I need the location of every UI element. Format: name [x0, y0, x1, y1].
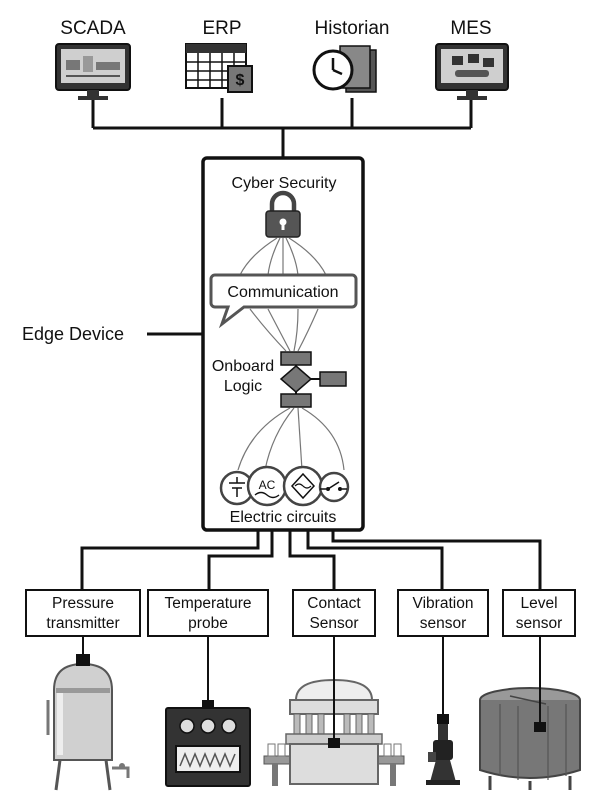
- sensor-box-temperature-probe: Temperature probe: [147, 589, 269, 637]
- svg-text:$: $: [236, 72, 245, 89]
- logic-link-lines: [237, 407, 345, 471]
- onboard-logic-label-line2: Logic: [224, 378, 262, 395]
- communication-link-lines: [249, 308, 319, 352]
- sensor-label-line2: probe: [188, 615, 228, 632]
- sensor-link-lines: [80, 530, 542, 590]
- system-label-scada: SCADA: [60, 18, 126, 39]
- historian-clock-icon: [312, 45, 377, 93]
- sensor-label-line1: Level: [520, 595, 557, 612]
- ac-label: AC: [259, 478, 276, 492]
- sensor-label-line2: Sensor: [309, 615, 358, 632]
- sensor-label-line1: Pressure: [52, 595, 114, 612]
- flowchart-icon: [279, 351, 347, 408]
- edge-device-box: [201, 156, 365, 532]
- communication-label: Communication: [227, 284, 338, 301]
- sensor-box-contact-sensor: Contact Sensor: [292, 589, 376, 637]
- mes-monitor-icon: [435, 43, 509, 100]
- sensor-box-vibration-sensor: Vibration sensor: [397, 589, 489, 637]
- sensor-label-line2: transmitter: [46, 615, 119, 632]
- communication-bubble: [209, 273, 358, 329]
- sensor-label-line2: sensor: [516, 615, 563, 632]
- furnace-icon: [165, 636, 251, 787]
- pressure-vessel-icon: [46, 636, 130, 791]
- erp-spreadsheet-icon: $: [185, 43, 253, 93]
- system-label-erp: ERP: [202, 18, 241, 39]
- electric-circuits-icon: AC: [219, 465, 350, 507]
- onboard-logic-label-line1: Onboard: [212, 358, 274, 375]
- sensor-label-line2: sensor: [420, 615, 467, 632]
- electric-circuits-label: Electric circuits: [230, 509, 337, 526]
- sensor-box-pressure-transmitter: Pressure transmitter: [25, 589, 141, 637]
- security-link-lines: [239, 237, 327, 276]
- sensor-label-line1: Temperature: [164, 595, 251, 612]
- system-label-mes: MES: [450, 18, 491, 39]
- sensor-box-level-sensor: Level sensor: [502, 589, 576, 637]
- scada-monitor-icon: [55, 43, 131, 100]
- sensor-label-line1: Contact: [307, 595, 361, 612]
- filling-machine-icon: [263, 636, 405, 786]
- top-bus-lines: [91, 98, 473, 158]
- storage-tank-icon: [479, 636, 581, 790]
- lock-icon: [265, 190, 301, 238]
- edge-device-label: Edge Device: [22, 324, 124, 344]
- pump-icon: [426, 636, 460, 785]
- sensor-label-line1: Vibration: [413, 595, 474, 612]
- system-label-historian: Historian: [315, 18, 390, 39]
- cyber-security-label: Cyber Security: [232, 175, 337, 192]
